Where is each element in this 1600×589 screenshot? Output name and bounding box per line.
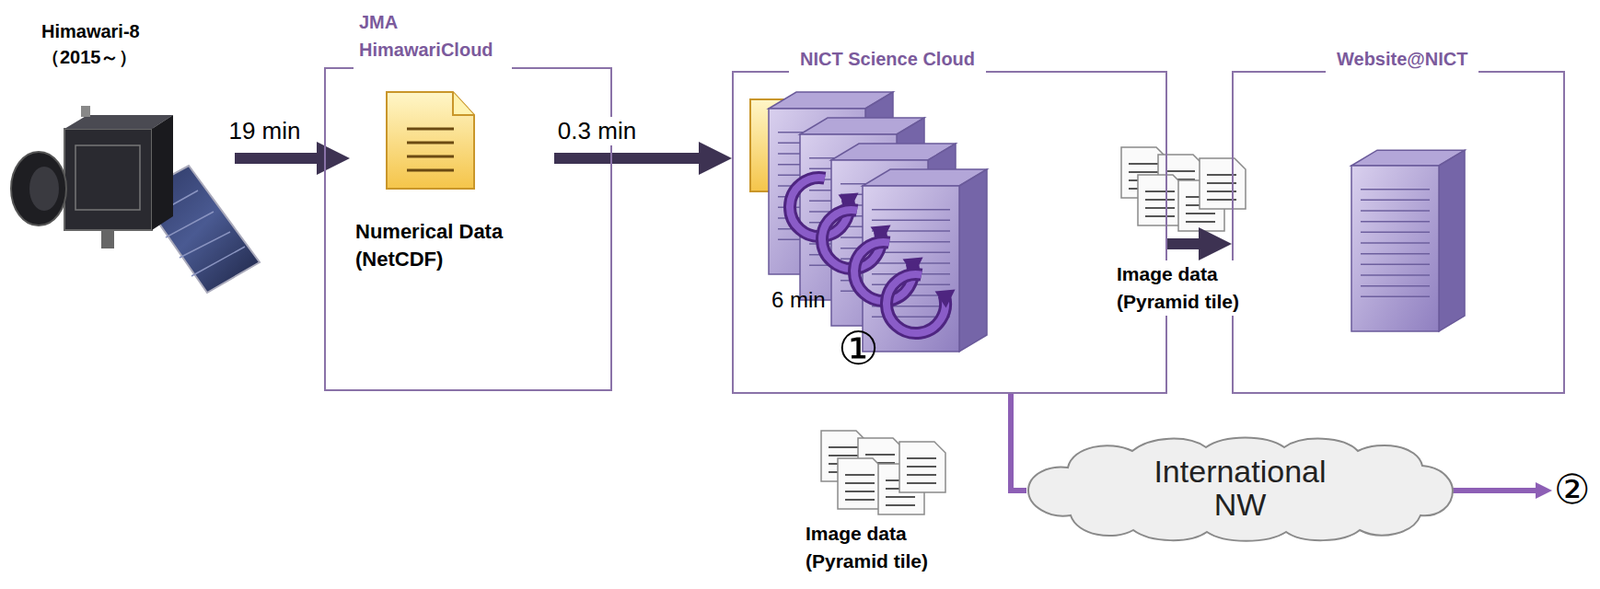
tile-doc xyxy=(1137,174,1184,226)
flow-arrow xyxy=(1010,394,1027,491)
tile-doc-line xyxy=(906,457,937,460)
tile-doc-line xyxy=(1185,212,1216,215)
tile-doc-line xyxy=(1145,207,1175,209)
tile-doc-line xyxy=(845,490,875,493)
server-front xyxy=(1351,165,1439,332)
tile-doc-line xyxy=(1128,171,1159,174)
image-data-label: Image data (Pyramid tile) xyxy=(805,520,990,576)
tile-doc-line xyxy=(845,498,875,501)
swirl xyxy=(886,274,946,334)
tile-doc-line xyxy=(906,465,937,468)
server-slot xyxy=(1360,296,1430,299)
tile-doc-line xyxy=(845,482,875,485)
server-slot xyxy=(871,208,951,211)
tile-doc-line xyxy=(1128,162,1159,165)
server-slot xyxy=(1360,253,1430,256)
server-side xyxy=(1438,150,1465,332)
server-slot xyxy=(1360,264,1430,267)
website-region: Website@NICT xyxy=(1231,70,1566,395)
network-cloud: International NW xyxy=(1026,432,1455,545)
server-slot xyxy=(1360,242,1430,244)
server-slot xyxy=(871,220,951,222)
duration-label: 6 min xyxy=(771,287,826,314)
server-slot xyxy=(1360,220,1430,223)
server-slot xyxy=(1360,274,1430,277)
tile-doc-line xyxy=(1145,190,1175,193)
edge-label: 0.3 min xyxy=(554,116,640,146)
flow-arrow xyxy=(234,152,317,164)
server-stack xyxy=(768,92,1465,352)
tile-doc-line xyxy=(1145,215,1175,218)
tile-doc-line xyxy=(885,496,916,499)
server-slot xyxy=(1360,209,1430,212)
flow-arrow xyxy=(554,152,699,164)
tile-doc-line xyxy=(1185,220,1216,223)
edge-label: 19 min xyxy=(224,116,304,146)
cloud-outline xyxy=(1028,438,1453,542)
cloud-region: JMA HimawariCloudNumerical Data (NetCDF) xyxy=(324,67,613,392)
swirl-head xyxy=(935,289,956,309)
callout-number: ② xyxy=(1553,465,1590,513)
output-arrow xyxy=(1452,487,1536,494)
server-slot xyxy=(1360,188,1430,191)
tile-doc-line xyxy=(906,474,937,476)
data-node: Numerical Data (NetCDF) xyxy=(349,89,555,288)
server-slot xyxy=(1360,231,1430,234)
tile-doc-line xyxy=(1145,198,1175,201)
region-heading: Website@NICT xyxy=(1325,45,1479,79)
callout-number: ① xyxy=(837,322,880,376)
server-slot xyxy=(1360,285,1430,288)
server-slot xyxy=(1360,199,1430,202)
satellite-node: Himawari-8 （2015～） xyxy=(9,13,235,286)
tile-doc xyxy=(899,441,946,493)
satellite xyxy=(11,105,260,293)
tile-doc-line xyxy=(906,482,937,485)
tile-doc-line xyxy=(845,474,875,476)
cloud-region: NICT Science Cloud xyxy=(731,70,1168,395)
node-text: International NW xyxy=(1129,454,1351,522)
region-heading: NICT Science Cloud xyxy=(788,45,986,79)
node-text: Himawari-8 （2015～） xyxy=(41,18,203,70)
tile-doc-line xyxy=(865,453,895,456)
tile-doc-line xyxy=(828,454,858,457)
tile-doc xyxy=(1199,158,1246,209)
swirl-outline xyxy=(886,274,946,334)
tile-doc xyxy=(837,458,884,510)
region-heading: JMA HimawariCloud xyxy=(353,8,512,71)
server-side xyxy=(959,169,987,352)
flow-arrow xyxy=(1167,238,1199,250)
file-icon xyxy=(386,92,475,189)
tile-doc-line xyxy=(1165,170,1195,173)
tile-doc-line xyxy=(828,446,858,449)
tile-doc-line xyxy=(885,504,916,507)
edge-label: Image data (Pyramid tile) xyxy=(1113,260,1287,316)
node-text: Numerical Data (NetCDF) xyxy=(355,218,545,274)
